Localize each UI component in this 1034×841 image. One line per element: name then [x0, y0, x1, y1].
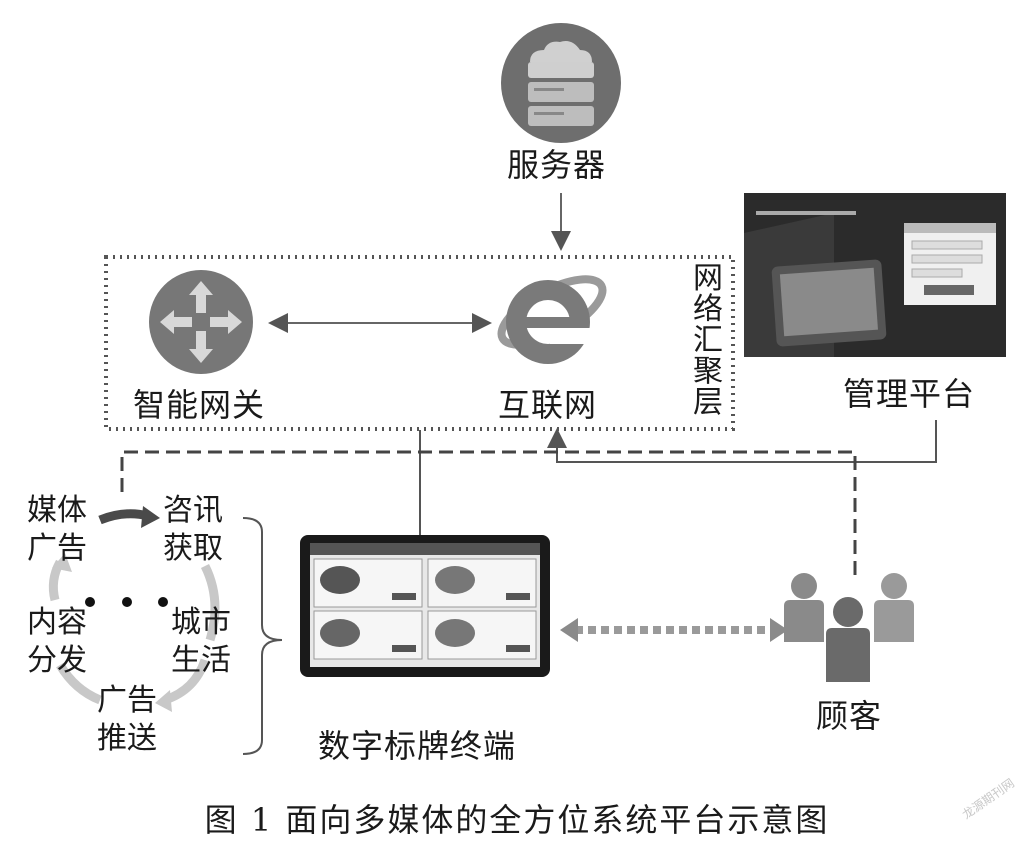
cycle-info: 咨讯 获取 [158, 492, 228, 568]
cycle-media-ads-line2: 广告 [27, 531, 87, 566]
tablet-icon [300, 535, 550, 677]
cycle-city-life-line2: 生活 [171, 643, 231, 678]
cycle-city-life: 城市 生活 [166, 604, 236, 680]
aggregation-box [104, 255, 735, 431]
gateway-label: 智能网关 [133, 386, 266, 424]
cycle-media-ads: 媒体 广告 [22, 492, 92, 568]
cycle-arrow-2 [200, 563, 220, 642]
cycle-arrow-1 [98, 509, 150, 525]
cycle-ad-push-line2: 推送 [97, 721, 157, 756]
server-label: 服务器 [507, 146, 607, 184]
cycle-media-ads-line1: 媒体 [27, 493, 87, 528]
dashed-customer-link [120, 450, 857, 575]
cycle-ad-push-line1: 广告 [97, 683, 157, 718]
cycle-info-line2: 获取 [163, 531, 223, 566]
management-screenshot [744, 193, 1006, 357]
cycle-arrow-4 [56, 662, 102, 705]
aggregation-layer-text: 网络汇聚层 [693, 261, 723, 420]
cycle-content: 内容 分发 [22, 604, 92, 680]
internet-label: 互联网 [498, 386, 598, 424]
cycle-info-line1: 咨讯 [163, 493, 223, 528]
cycle-content-line1: 内容 [27, 605, 87, 640]
people-icon [784, 573, 914, 682]
management-internet-line [547, 420, 937, 463]
router-icon [149, 270, 253, 374]
management-label: 管理平台 [843, 375, 976, 413]
cycle-content-line2: 分发 [27, 643, 87, 678]
figure-caption: 图 1 面向多媒体的全方位系统平台示意图 [204, 801, 830, 839]
terminal-label: 数字标牌终端 [318, 727, 517, 765]
internet-explorer-icon [497, 275, 607, 364]
aggregation-layer-label: 网络汇聚层 [688, 263, 728, 418]
customers-label: 顾客 [816, 697, 883, 735]
bracket [242, 517, 283, 755]
cycle-ad-push: 广告 推送 [92, 682, 162, 758]
server-icon [501, 23, 621, 143]
cycle-city-life-line1: 城市 [171, 605, 231, 640]
